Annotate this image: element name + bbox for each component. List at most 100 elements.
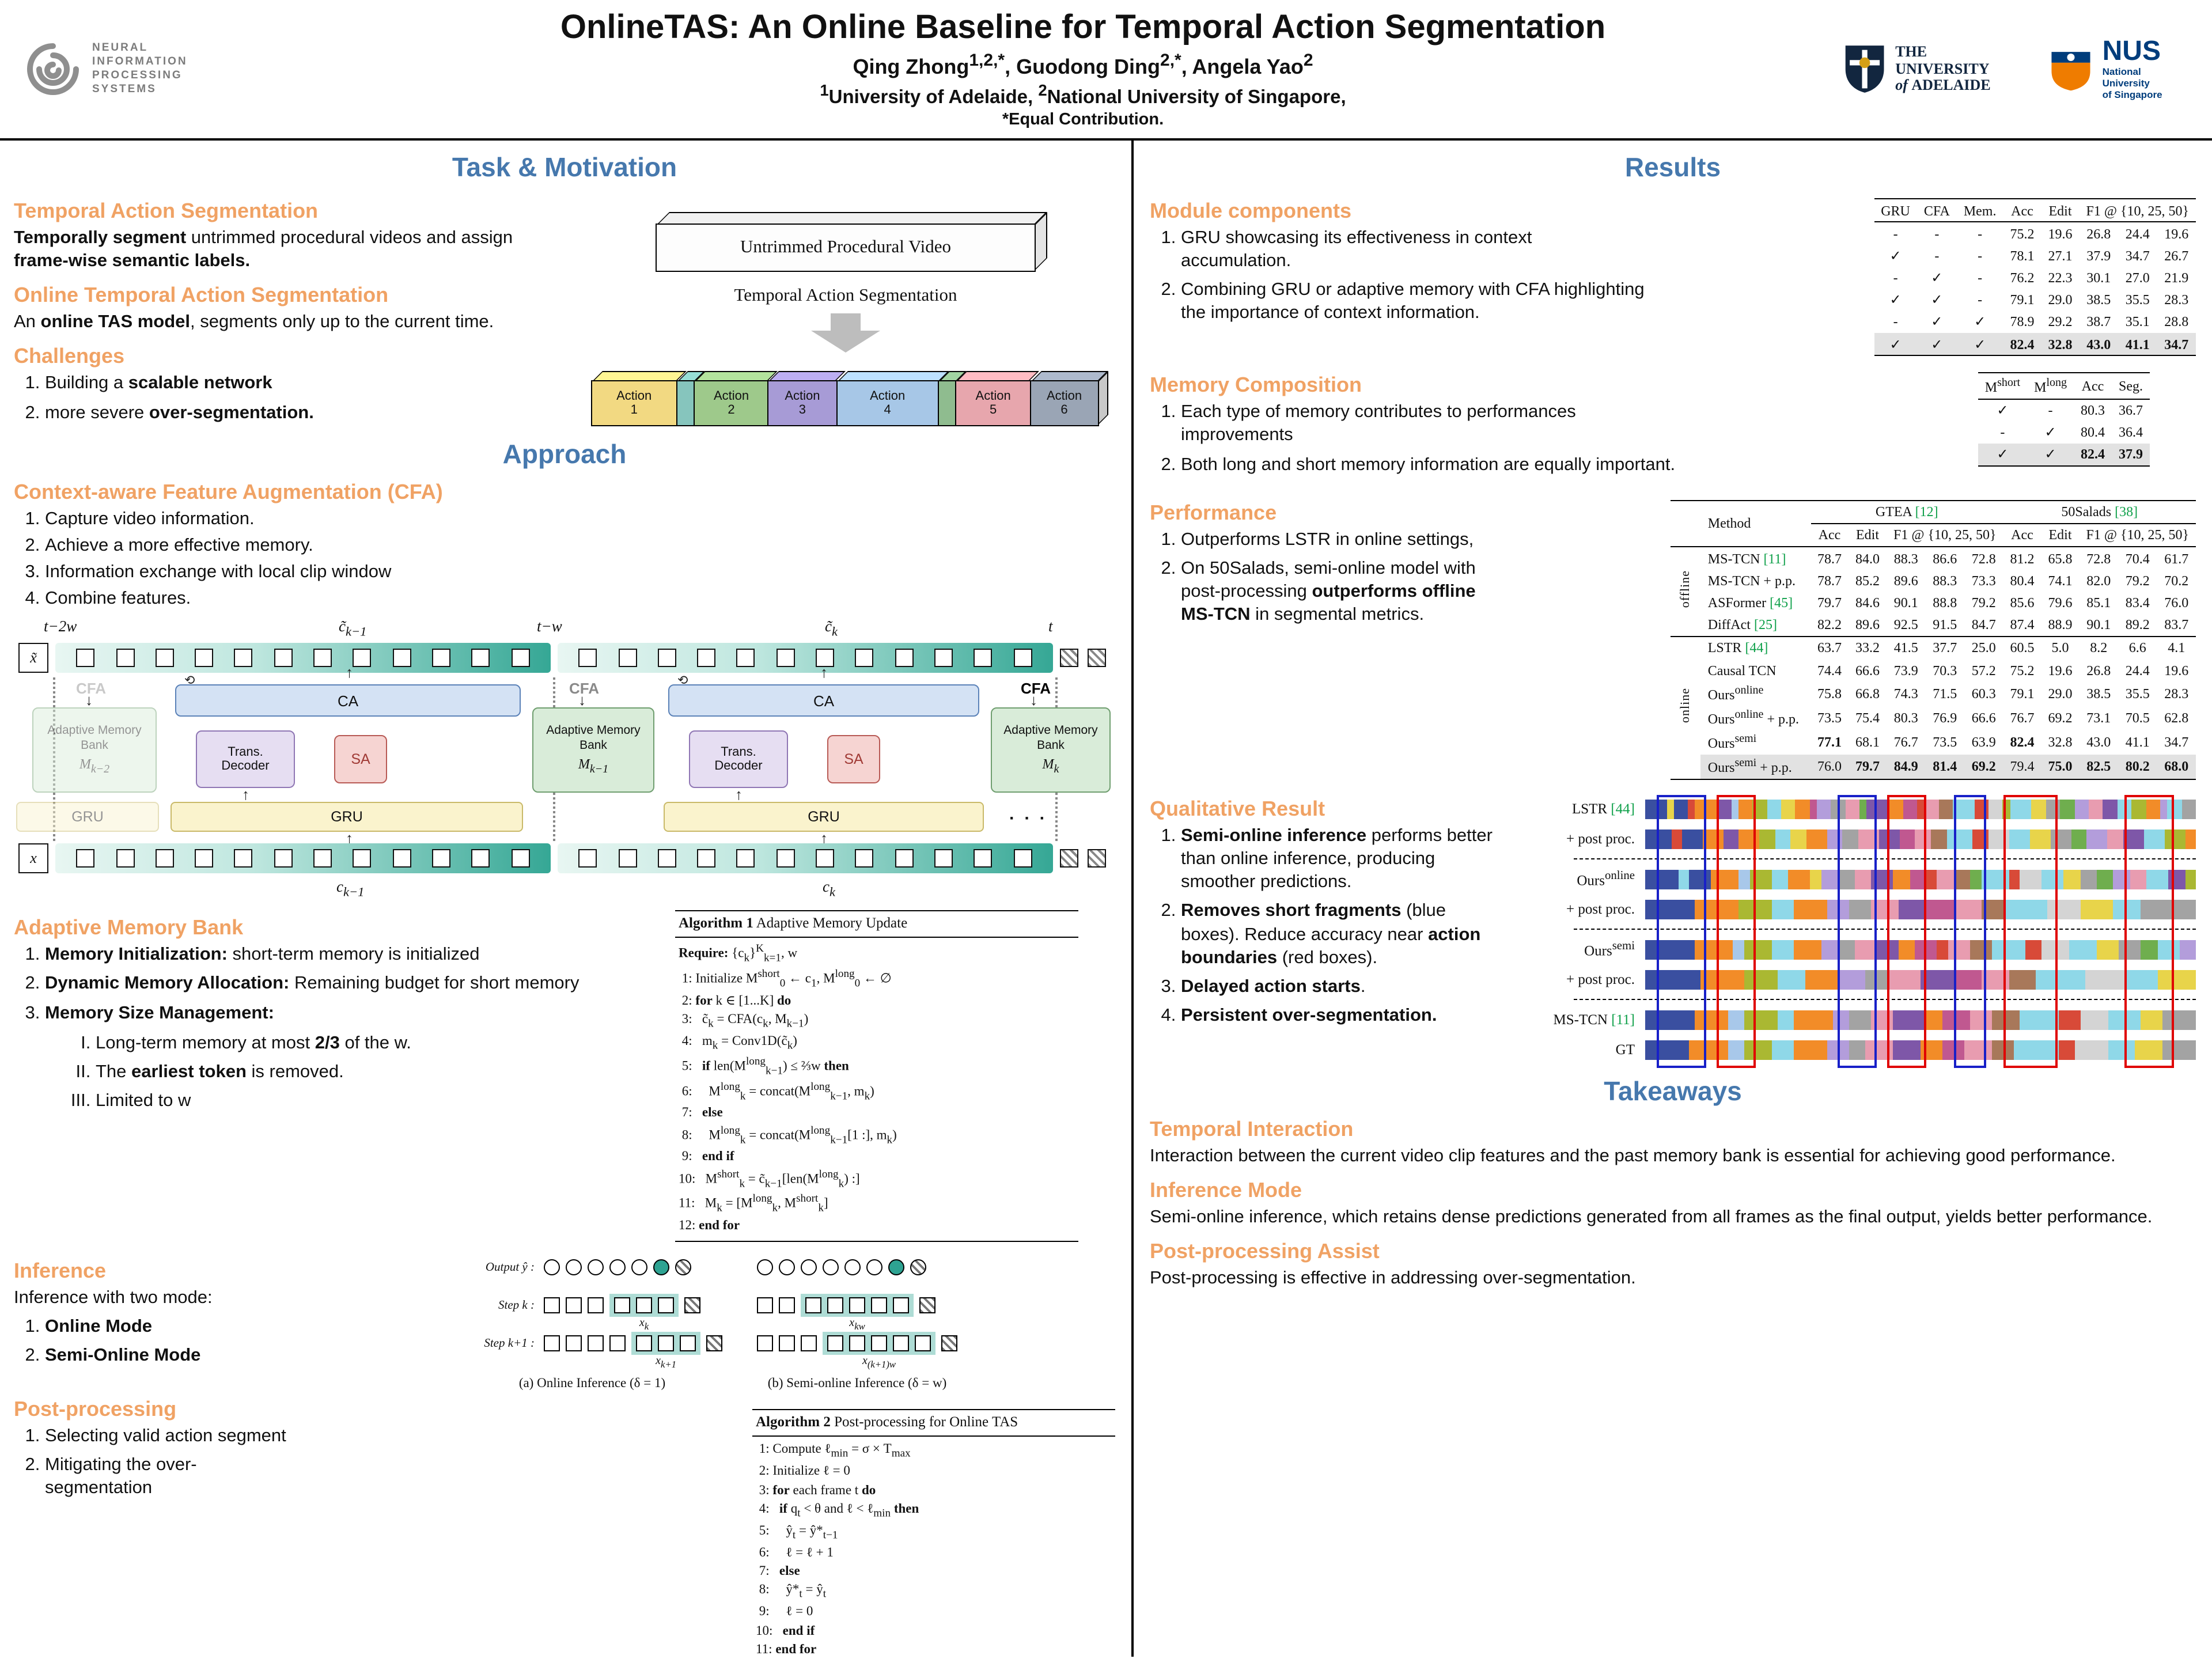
table-cell: 82.2 — [1817, 616, 1842, 633]
subsection-tas: Temporal Action Segmentation — [14, 199, 319, 222]
frame-node — [827, 1297, 843, 1314]
check-cell: - — [1978, 247, 1983, 264]
segment — [2146, 870, 2169, 890]
table-cell: 66.6 — [1971, 709, 1996, 726]
check-cell: - — [1893, 225, 1898, 242]
table-cell: 70.3 — [1933, 662, 1957, 679]
segment — [2010, 800, 2032, 820]
segment — [2141, 900, 2196, 920]
gru-block: GRU — [16, 802, 159, 832]
down-arrow-icon — [805, 313, 886, 353]
video-box-label: Untrimmed Procedural Video — [740, 237, 952, 257]
segment — [1921, 970, 1954, 990]
table-cell: 36.7 — [2119, 402, 2143, 418]
list-item: Both long and short memory information a… — [1181, 453, 1691, 476]
poster-header: NEURAL INFORMATION PROCESSING SYSTEMS On… — [0, 0, 2212, 141]
code-line: 5: ŷt = ŷ*t−1 — [756, 1524, 838, 1542]
table-cell: 85.1 — [2086, 594, 2111, 611]
segment — [1866, 800, 1889, 820]
output-node — [757, 1259, 773, 1276]
frame-node — [757, 1297, 773, 1314]
segment — [2031, 800, 2046, 820]
qual-row: GT — [1525, 1039, 2196, 1062]
neurips-line: PROCESSING — [92, 69, 183, 82]
frame-node — [706, 1335, 722, 1352]
segment — [2080, 870, 2097, 890]
segmentation-bar — [1645, 1010, 2196, 1031]
segment-top-face — [695, 371, 778, 381]
poster-title: OnlineTAS: An Online Baseline for Tempor… — [560, 9, 1606, 47]
segment — [2141, 1010, 2163, 1031]
frame-square — [313, 649, 332, 668]
frame-square — [1013, 849, 1032, 868]
x-label: x(k+1)w — [862, 1355, 896, 1370]
neurips-wordmark: NEURAL INFORMATION PROCESSING SYSTEMS — [92, 42, 188, 97]
segment — [1723, 830, 1739, 850]
list-item: Removes short fragments (blue boxes). Re… — [1181, 900, 1509, 970]
equal-contribution: *Equal Contribution. — [1002, 110, 1164, 129]
segment — [1738, 900, 1772, 920]
table-cell: 76.7 — [1893, 734, 1918, 751]
table-cell: 78.7 — [1817, 550, 1842, 567]
table-cell: 32.8 — [2048, 734, 2073, 751]
list-item: Information exchange with local clip win… — [45, 561, 1115, 584]
table-cell: 34.7 — [2164, 734, 2189, 751]
method-name: MS-TCN + p.p. — [1707, 572, 1796, 589]
table-cell: 73.1 — [2086, 709, 2111, 726]
highlight-box — [1656, 794, 1706, 1068]
subsection-amb: Adaptive Memory Bank — [14, 916, 244, 940]
table-cell: 60.5 — [2003, 635, 2041, 660]
output-node — [544, 1259, 560, 1276]
segment — [1865, 970, 1888, 990]
segment — [1910, 870, 1926, 890]
table-cell: 41.1 — [2125, 336, 2150, 353]
frame-square — [1013, 649, 1032, 668]
segment — [1689, 1040, 1728, 1060]
method-name: Oursonline — [1707, 684, 1764, 703]
method-name: Causal TCN — [1707, 662, 1777, 679]
action-label: Action — [975, 389, 1011, 403]
cfa-list: Capture video information.Achieve a more… — [14, 507, 1115, 611]
frame-square — [234, 849, 253, 868]
feature-strip — [558, 643, 1053, 673]
segment — [1671, 830, 1682, 850]
gru-block: GRU — [171, 802, 523, 832]
segment — [1645, 870, 1679, 890]
frame-square — [195, 649, 214, 668]
segment — [1788, 870, 1810, 890]
segment — [2185, 870, 2196, 890]
highlight-band: xk+1 — [631, 1332, 700, 1370]
segment — [1938, 800, 1953, 820]
frame-node — [849, 1297, 865, 1314]
table-cell: 43.0 — [2086, 734, 2111, 751]
frame-node — [919, 1297, 935, 1314]
table-cell: 6.6 — [2118, 635, 2157, 660]
frame-square — [736, 849, 755, 868]
table-cell: 83.7 — [2164, 616, 2189, 633]
subsection-cfa: Context-aware Feature Augmentation (CFA) — [14, 480, 443, 503]
segment — [2181, 800, 2196, 820]
segment — [1887, 970, 1921, 990]
segment — [1970, 940, 1993, 960]
action-segment — [676, 371, 704, 426]
segment-top-face — [956, 371, 1040, 381]
table-cell: 35.1 — [2125, 313, 2150, 330]
table-cell: 78.7 — [1817, 572, 1842, 589]
amb-list: Memory Initialization: short-term memory… — [14, 944, 659, 1025]
segment — [2141, 940, 2158, 960]
task-figure: Untrimmed Procedural Video Temporal Acti… — [576, 189, 1115, 431]
segment — [1888, 800, 1903, 820]
segment — [1731, 800, 1738, 820]
subsection-challenges: Challenges — [14, 344, 125, 368]
code-line: 9: ℓ = 0 — [756, 1605, 813, 1619]
table-cell: 69.2 — [2048, 709, 2073, 726]
frame-node — [871, 1297, 887, 1314]
td-label: Decoder — [714, 759, 763, 774]
frame-square — [116, 649, 135, 668]
list-item: The earliest token is removed. — [96, 1061, 659, 1084]
dataset-header: 50Salads [38] — [2003, 500, 2196, 524]
